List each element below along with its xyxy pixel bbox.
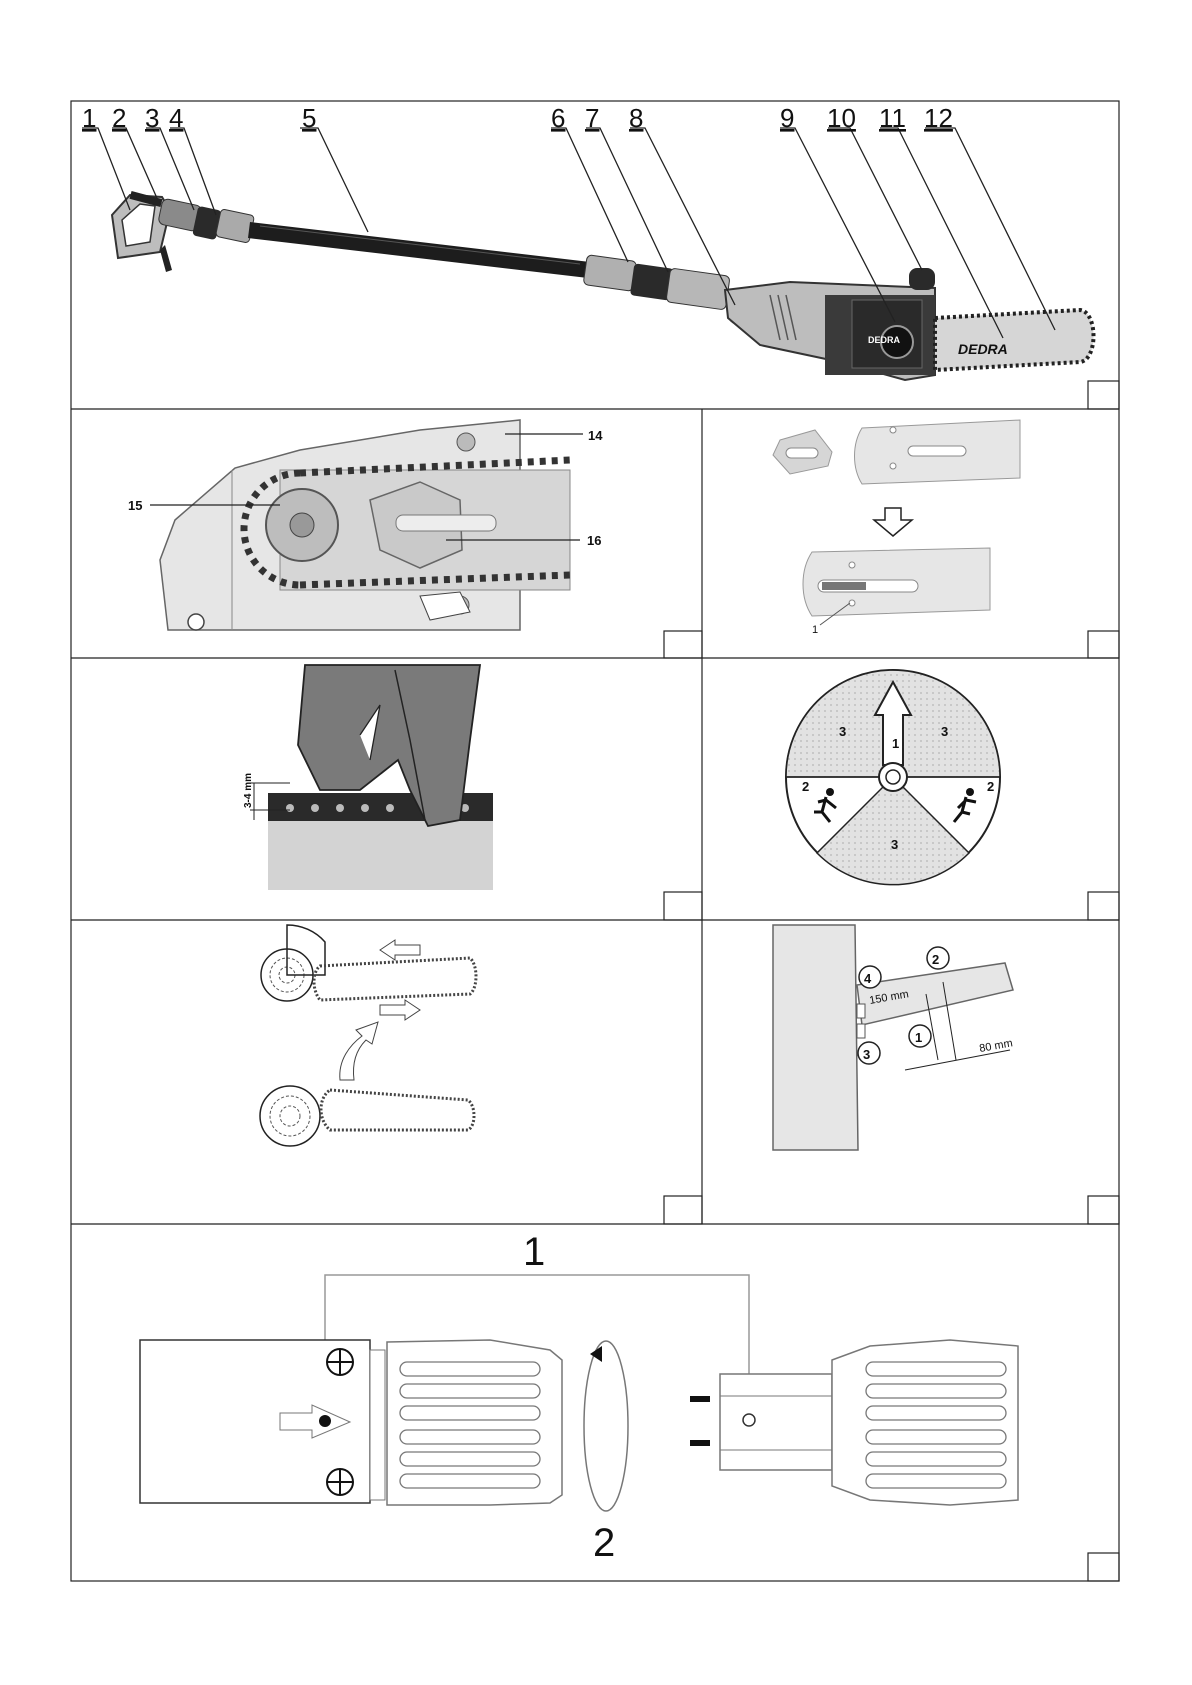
callout-11: 11 bbox=[879, 103, 906, 133]
fig4-measure: 3-4 mm bbox=[243, 773, 254, 808]
callout-6: 6 bbox=[551, 103, 565, 133]
callout-1: 1 bbox=[82, 103, 96, 133]
callout-9: 9 bbox=[780, 103, 794, 133]
zone-label-2-left: 2 bbox=[802, 779, 809, 794]
callout-10: 10 bbox=[827, 103, 856, 133]
zone-label-1: 1 bbox=[892, 736, 899, 751]
callout-8: 8 bbox=[629, 103, 643, 133]
callout-5: 5 bbox=[302, 103, 316, 133]
zone-label-3-bottom: 3 bbox=[891, 837, 898, 852]
figure-chain-sprocket: 14 15 16 bbox=[128, 420, 603, 630]
fig2-label-15: 15 bbox=[128, 498, 142, 513]
step-1-number: 1 bbox=[523, 1230, 545, 1274]
figure-cutting-technique bbox=[260, 925, 476, 1146]
callout-3: 3 bbox=[145, 103, 159, 133]
callout-12: 12 bbox=[924, 103, 953, 133]
figure-coupling: 1 2 bbox=[140, 1230, 1018, 1565]
callout-2: 2 bbox=[112, 103, 126, 133]
fig1-callouts: 1 2 3 4 5 6 7 8 9 10 11 12 bbox=[82, 103, 953, 133]
step-1-label: 1 bbox=[915, 1030, 922, 1045]
step-2-label: 2 bbox=[932, 952, 939, 967]
callout-4: 4 bbox=[169, 103, 183, 133]
callout-7: 7 bbox=[585, 103, 599, 133]
zone-label-2-right: 2 bbox=[987, 779, 994, 794]
fig2-label-16: 16 bbox=[587, 533, 601, 548]
fig3-label-1: 1 bbox=[812, 624, 818, 636]
fig2-label-14: 14 bbox=[588, 428, 603, 443]
bar-brand-text: DEDRA bbox=[958, 341, 1008, 357]
zone-label-3-right: 3 bbox=[941, 724, 948, 739]
step-3-label: 3 bbox=[863, 1047, 870, 1062]
motor-brand-text: DEDRA bbox=[868, 335, 901, 345]
figure-chain-tension: 3-4 mm bbox=[243, 665, 493, 890]
figure-branch-cut: 4 2 1 3 150 mm 80 mm bbox=[773, 925, 1014, 1150]
zone-label-3-left: 3 bbox=[839, 724, 846, 739]
figure-bar-plate: 1 bbox=[773, 420, 1020, 636]
figure-pole-saw: DEDRA DEDRA 1 2 3 4 5 6 7 8 bbox=[82, 103, 1094, 380]
step-2-number: 2 bbox=[593, 1521, 615, 1565]
step-4-label: 4 bbox=[864, 971, 872, 986]
figure-danger-zones: 1 3 3 3 2 2 bbox=[786, 670, 1000, 885]
